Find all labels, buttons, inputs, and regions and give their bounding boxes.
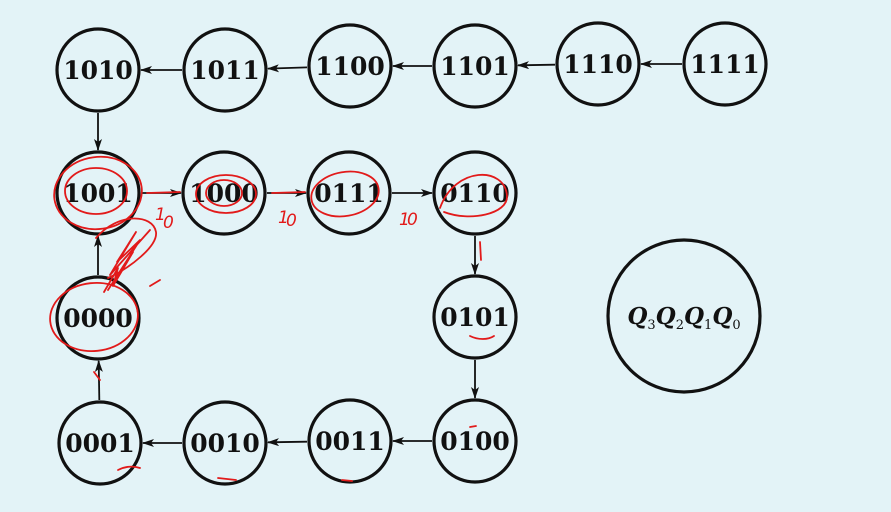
ink-note-1: 1	[155, 205, 166, 225]
state-label: 1111	[690, 50, 760, 79]
state-label: 0000	[63, 304, 133, 333]
legend-var-q1: Q	[684, 303, 704, 330]
transition-arrow-s1100-s1011	[266, 64, 308, 73]
transition-arrow-s1110-s1101	[516, 61, 556, 70]
ink-under-0010	[217, 477, 237, 481]
state-label: 1100	[315, 52, 385, 81]
state-node-1100: 1100	[307, 23, 393, 109]
ink-under-0001	[117, 465, 141, 471]
ink-note-5: 0	[407, 210, 418, 230]
state-node-1101: 1101	[432, 23, 518, 109]
state-label: 1010	[63, 56, 133, 85]
ink-tick-small	[149, 279, 161, 287]
ink-mark-0100	[469, 425, 477, 428]
state-node-0001: 0001	[57, 400, 143, 486]
state-label: 0110	[440, 179, 510, 208]
handwritten-annotations: 1 0 1 0 1 0	[49, 155, 508, 482]
state-node-0101: 0101	[432, 274, 518, 360]
legend-var-q3: Q	[627, 303, 647, 330]
state-circle	[555, 21, 641, 107]
state-label: 1011	[190, 56, 260, 85]
legend-sub-0: 0	[732, 318, 740, 333]
ink-arrow-1000-0111	[271, 191, 306, 194]
legend-circle	[606, 238, 762, 394]
state-node-0010: 0010	[182, 400, 268, 486]
ink-tick-0110	[479, 241, 482, 261]
state-node-1111: 1111	[682, 21, 768, 107]
ink-circle-1001	[53, 155, 143, 231]
legend-sub-2: 2	[676, 318, 684, 333]
state-circle	[432, 398, 518, 484]
ink-curve-0110	[439, 174, 508, 218]
state-label: 1110	[563, 50, 633, 79]
state-circle	[432, 23, 518, 109]
ink-note-4: 1	[399, 210, 410, 230]
state-circle	[432, 274, 518, 360]
state-circle	[306, 150, 392, 236]
state-node-0110: 0110	[432, 150, 518, 236]
ink-arrow-1001-1000	[146, 191, 181, 194]
state-node-0000: 0000	[55, 275, 141, 361]
legend-var-q2: Q	[656, 303, 676, 330]
ink-under-0011	[341, 479, 353, 482]
state-circle	[55, 150, 141, 236]
state-circle	[307, 398, 393, 484]
transition-arrow-s0001-s0000	[94, 359, 103, 401]
state-node-0100: 0100	[432, 398, 518, 484]
state-node-1110: 1110	[555, 21, 641, 107]
ink-loop	[95, 217, 157, 279]
legend-var-q0: Q	[712, 303, 732, 330]
transition-arrows	[94, 60, 682, 447]
ink-scribble-arrow	[103, 229, 151, 293]
state-circle	[181, 150, 267, 236]
state-label: 0001	[65, 429, 135, 458]
legend-label: Q3Q2Q1Q0	[627, 303, 740, 333]
ink-mark-arrow-0001	[93, 371, 101, 381]
state-circle	[182, 400, 268, 486]
state-circle	[682, 21, 768, 107]
state-node-1010: 1010	[55, 27, 141, 113]
state-circle	[182, 27, 268, 113]
ink-circle-0111	[310, 170, 380, 218]
state-node-0011: 0011	[307, 398, 393, 484]
state-circle	[57, 400, 143, 486]
state-label: 0100	[440, 427, 510, 456]
state-label: 0011	[315, 427, 385, 456]
ink-circle-1000-outer	[195, 174, 257, 214]
state-node-1011: 1011	[182, 27, 268, 113]
ink-under-0101	[469, 335, 495, 340]
legend-sub-3: 3	[647, 318, 655, 333]
legend-sub-1: 1	[704, 318, 712, 333]
ink-circle-0000	[49, 281, 139, 353]
ink-note-0: 0	[163, 213, 174, 233]
state-label: 0101	[440, 303, 510, 332]
legend-node: Q3Q2Q1Q0	[606, 238, 762, 394]
state-label: 0010	[190, 429, 260, 458]
ink-note-2: 1	[278, 208, 289, 228]
state-circle	[432, 150, 518, 236]
ink-note-3: 0	[286, 211, 297, 231]
ink-circle-1000-inner	[205, 179, 243, 207]
state-circle	[55, 275, 141, 361]
state-circle	[307, 23, 393, 109]
ink-circle-1001-inner	[64, 167, 128, 215]
transition-arrow-s0011-s0010	[266, 438, 308, 447]
state-label: 1101	[440, 52, 510, 81]
state-circle	[55, 27, 141, 113]
